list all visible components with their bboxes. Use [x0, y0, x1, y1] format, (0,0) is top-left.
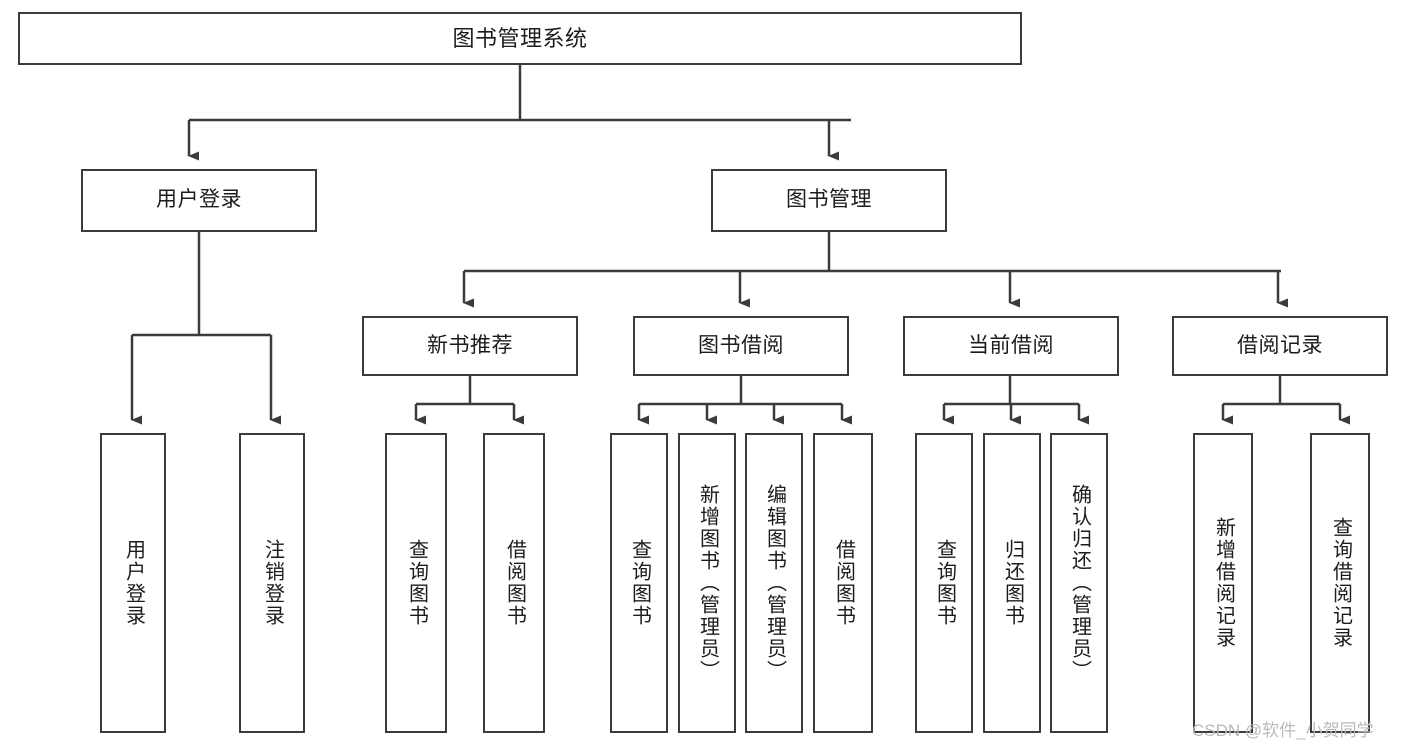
node-leaf-query-borrow-record[interactable]: 查询借阅记录 [1310, 433, 1370, 733]
node-leaf-user-login[interactable]: 用户登录 [100, 433, 166, 733]
node-label: 注销登录 [261, 539, 284, 627]
node-new-book-recommend[interactable]: 新书推荐 [362, 316, 578, 376]
node-label: 借阅图书 [832, 539, 855, 627]
book-borrow-to-leaves-connectors [637, 376, 852, 425]
node-label: 图书借阅 [698, 333, 784, 357]
node-label: 编辑图书（管理员） [763, 484, 786, 682]
node-label: 借阅图书 [503, 539, 526, 627]
node-label: 新书推荐 [427, 333, 513, 357]
node-label: 用户登录 [156, 188, 242, 212]
borrow-record-to-leaves-connectors [1221, 376, 1350, 425]
node-user-login[interactable]: 用户登录 [81, 169, 317, 232]
node-label: 借阅记录 [1237, 333, 1323, 357]
node-label: 查询图书 [405, 539, 428, 627]
node-leaf-borrow-book[interactable]: 借阅图书 [813, 433, 873, 733]
node-borrow-record[interactable]: 借阅记录 [1172, 316, 1388, 376]
node-label: 当前借阅 [968, 333, 1054, 357]
node-label: 新增图书（管理员） [696, 484, 719, 682]
node-leaf-edit-book-admin[interactable]: 编辑图书（管理员） [745, 433, 803, 733]
user-login-to-leaves-connectors [130, 232, 281, 425]
root-to-level2-connectors [187, 65, 851, 161]
node-leaf-query-book-rec[interactable]: 查询图书 [385, 433, 447, 733]
node-leaf-query-book-current[interactable]: 查询图书 [915, 433, 973, 733]
node-leaf-add-borrow-record[interactable]: 新增借阅记录 [1193, 433, 1253, 733]
node-label: 新增借阅记录 [1212, 517, 1235, 649]
node-label: 查询借阅记录 [1329, 517, 1352, 649]
node-leaf-add-book-admin[interactable]: 新增图书（管理员） [678, 433, 736, 733]
node-leaf-return-book[interactable]: 归还图书 [983, 433, 1041, 733]
node-label: 查询图书 [628, 539, 651, 627]
node-leaf-confirm-return-admin[interactable]: 确认归还（管理员） [1050, 433, 1108, 733]
node-book-manage[interactable]: 图书管理 [711, 169, 947, 232]
node-label: 确认归还（管理员） [1068, 484, 1091, 682]
node-label: 用户登录 [122, 539, 145, 627]
node-root-system[interactable]: 图书管理系统 [18, 12, 1022, 65]
node-book-borrow[interactable]: 图书借阅 [633, 316, 849, 376]
node-label: 归还图书 [1001, 539, 1024, 627]
node-label: 图书管理 [786, 188, 872, 212]
new-book-rec-to-leaves-connectors [414, 376, 524, 425]
current-borrow-to-leaves-connectors [942, 376, 1089, 425]
node-current-borrow[interactable]: 当前借阅 [903, 316, 1119, 376]
node-leaf-logout[interactable]: 注销登录 [239, 433, 305, 733]
node-leaf-borrow-book-rec[interactable]: 借阅图书 [483, 433, 545, 733]
watermark-text: CSDN @软件_小贺同学 [1192, 721, 1374, 740]
node-label: 查询图书 [933, 539, 956, 627]
node-label: 图书管理系统 [452, 25, 588, 51]
book-manage-to-level3-connectors [462, 232, 1288, 308]
node-leaf-query-book-borrow[interactable]: 查询图书 [610, 433, 668, 733]
